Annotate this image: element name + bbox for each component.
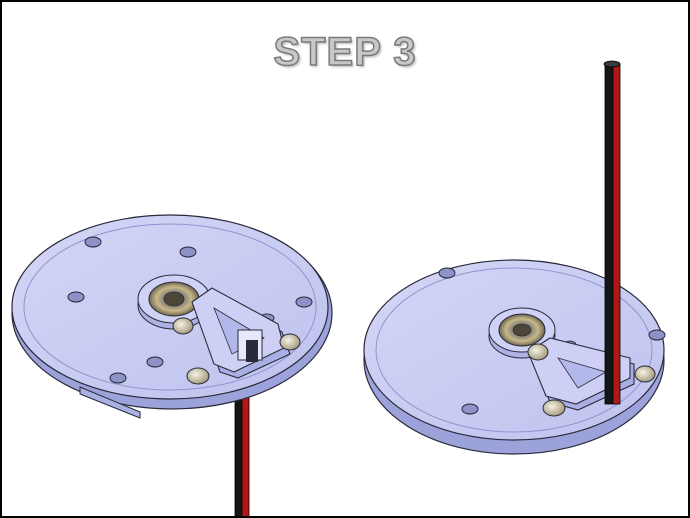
left-screws — [172, 317, 301, 385]
right-assembly — [363, 60, 666, 455]
left-assembly — [11, 214, 333, 516]
left-wire — [234, 396, 250, 516]
right-screws — [527, 343, 656, 417]
step-title: STEP 3 — [273, 29, 417, 75]
left-bracket — [191, 287, 291, 379]
right-bearing — [488, 307, 556, 359]
right-wire — [603, 60, 621, 405]
